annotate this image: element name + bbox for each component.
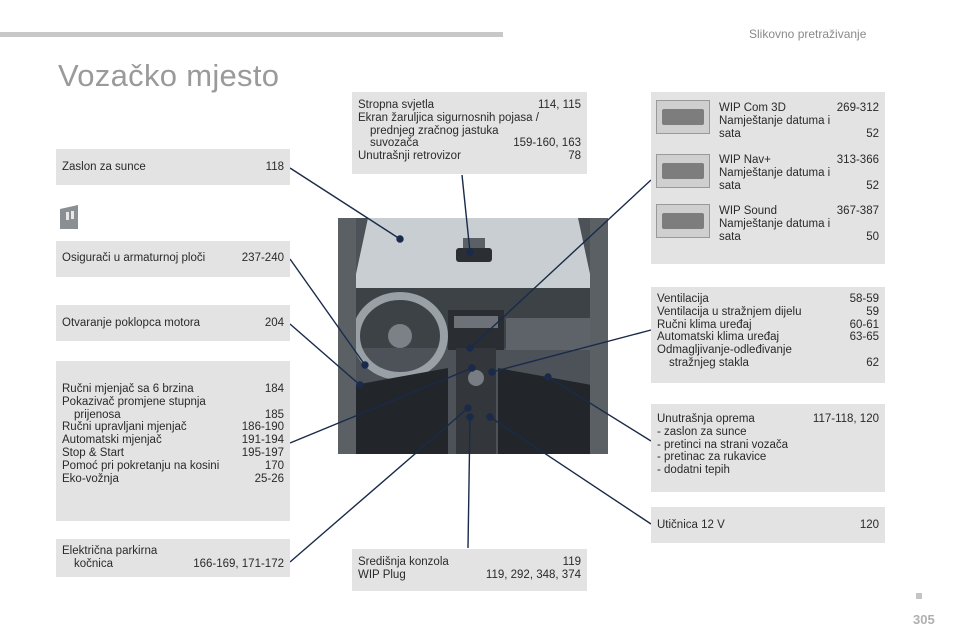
radio-wip-sound-image — [656, 204, 710, 238]
list-item: - dodatni tepih — [657, 464, 730, 477]
section-title: Slikovno pretraživanje — [749, 27, 867, 41]
radio-wip-com-image — [656, 100, 710, 134]
header-bar — [0, 32, 503, 37]
page-bullet — [916, 593, 922, 599]
list-item: - pretinac za rukavice — [657, 451, 767, 464]
fuse-icon — [60, 205, 78, 229]
list-item: - zaslon za sunce — [657, 425, 747, 438]
audio-item: WIP Nav+313-366 Namještanje datuma i sat… — [719, 154, 879, 192]
page-title: Vozačko mjesto — [58, 58, 280, 93]
radio-wip-nav-image — [656, 154, 710, 188]
list-item: - pretinci na strani vozača — [657, 438, 789, 451]
page-number: 305 — [913, 612, 935, 627]
